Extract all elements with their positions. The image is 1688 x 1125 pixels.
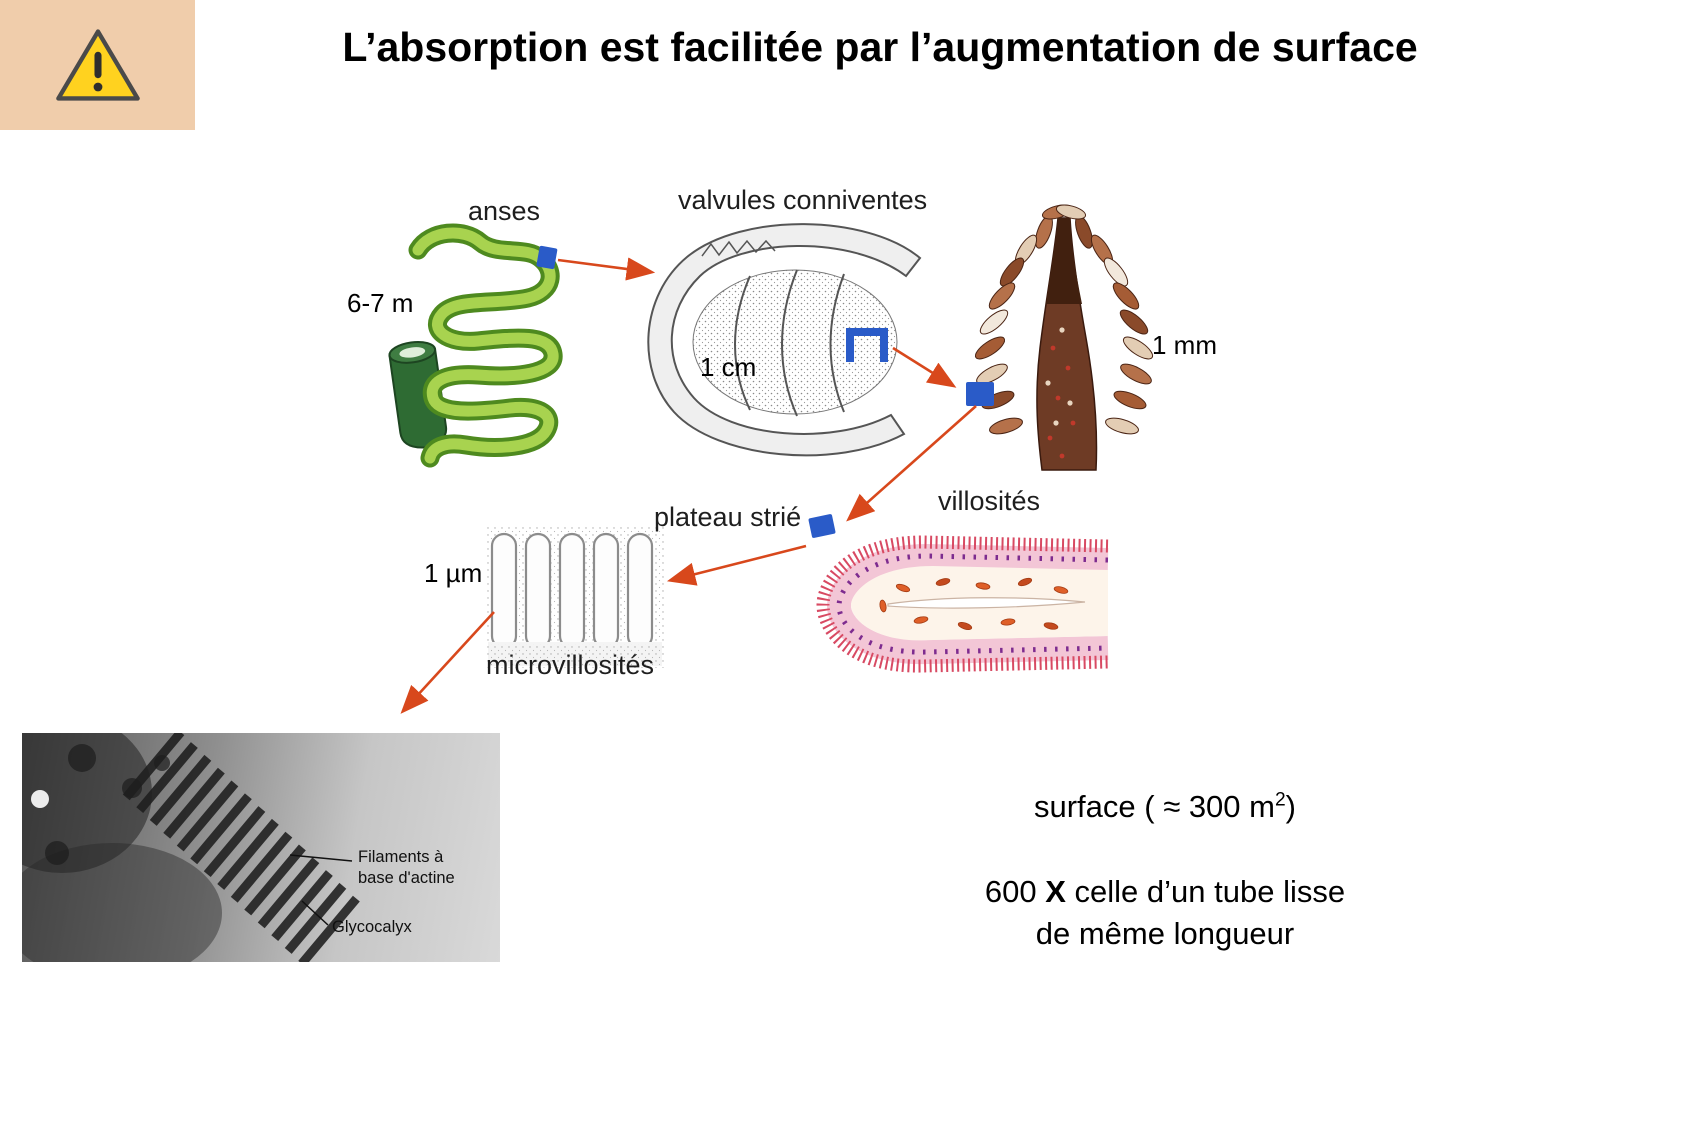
label-anses: anses bbox=[468, 196, 541, 226]
em-actin-label-line1: Filaments à bbox=[358, 848, 444, 866]
villus-illustration bbox=[974, 204, 1154, 471]
valvule-fold-3 bbox=[829, 273, 845, 413]
label-plateau-strie: plateau strié bbox=[654, 502, 802, 532]
factor-x: X bbox=[1045, 873, 1066, 909]
summary-spacer bbox=[930, 828, 1400, 871]
scale-microvilli: 1 µm bbox=[424, 558, 483, 588]
em-light-blob bbox=[31, 790, 49, 808]
em-microvilli-comb bbox=[122, 729, 360, 967]
factor-number: 600 bbox=[984, 873, 1046, 909]
label-villosites: villosités bbox=[938, 486, 1041, 516]
label-microvillosites: microvillosités bbox=[486, 650, 655, 680]
surface-text: surface ( ≈ 300 m bbox=[1033, 789, 1275, 824]
em-overlay bbox=[0, 713, 360, 983]
valvules-cut-edge bbox=[701, 239, 776, 257]
warning-icon bbox=[55, 29, 140, 101]
label-valvules-conniventes: valvules conniventes bbox=[678, 185, 928, 215]
warning-exclamation-bar bbox=[93, 51, 102, 79]
villi-lacteal bbox=[887, 597, 1086, 609]
villi-nuclei-row bbox=[836, 553, 1109, 655]
surface-line: surface ( ≈ 300 m2) bbox=[930, 786, 1400, 828]
valvules-mucosa bbox=[692, 269, 898, 415]
scale-intestine-length: 6-7 m bbox=[347, 288, 414, 318]
microvilli-base-stipple bbox=[488, 644, 662, 666]
valvule-fold-1 bbox=[734, 275, 751, 411]
summary-block: surface ( ≈ 300 m2) 600 X celle d’un tub… bbox=[930, 786, 1400, 955]
page-title: L’absorption est facilitée par l’augment… bbox=[342, 24, 1418, 70]
surface-exponent: 2 bbox=[1274, 789, 1286, 811]
surface-close: ) bbox=[1285, 789, 1296, 824]
scale-villus: 1 mm bbox=[1152, 330, 1217, 360]
factor-line-2: de même longueur bbox=[1035, 915, 1295, 951]
valvule-fold-2 bbox=[781, 269, 798, 417]
microvilli-fingers bbox=[490, 532, 654, 650]
em-actin-label: Filaments à base d'actine bbox=[358, 847, 455, 889]
em-glycocalyx-pointer-line bbox=[301, 900, 329, 926]
villus-trunk bbox=[1036, 217, 1098, 471]
villi-cross-section-illustration bbox=[816, 535, 1109, 673]
arrow-microvilli-to-em bbox=[400, 611, 495, 714]
intestine-cut-end bbox=[388, 340, 448, 449]
warning-exclamation-dot bbox=[93, 82, 102, 92]
villus-projections bbox=[974, 204, 1154, 435]
em-actin-pointer-line bbox=[289, 854, 353, 862]
factor-line-1: 600 X celle d’un tube lisse bbox=[930, 871, 1400, 913]
em-micrograph: Filaments à base d'actine Glycocalyx bbox=[0, 713, 500, 983]
microvilli-illustration bbox=[486, 526, 664, 668]
factor-rest: celle d’un tube lisse bbox=[1065, 873, 1346, 909]
valvules-conniventes-illustration bbox=[647, 223, 922, 457]
villi-capillaries bbox=[879, 577, 1069, 630]
em-dark-region-1 bbox=[0, 713, 152, 873]
arrow-villi-to-microvilli bbox=[666, 544, 807, 586]
em-dark-region-2 bbox=[2, 843, 222, 983]
intestine-loops-illustration bbox=[388, 223, 563, 468]
em-actin-label-line2: base d'actine bbox=[358, 869, 455, 888]
scale-valvules: 1 cm bbox=[700, 352, 757, 382]
villi-fringe bbox=[816, 535, 1109, 673]
em-glycocalyx-label: Glycocalyx bbox=[332, 918, 412, 936]
warning-banner bbox=[0, 0, 195, 130]
